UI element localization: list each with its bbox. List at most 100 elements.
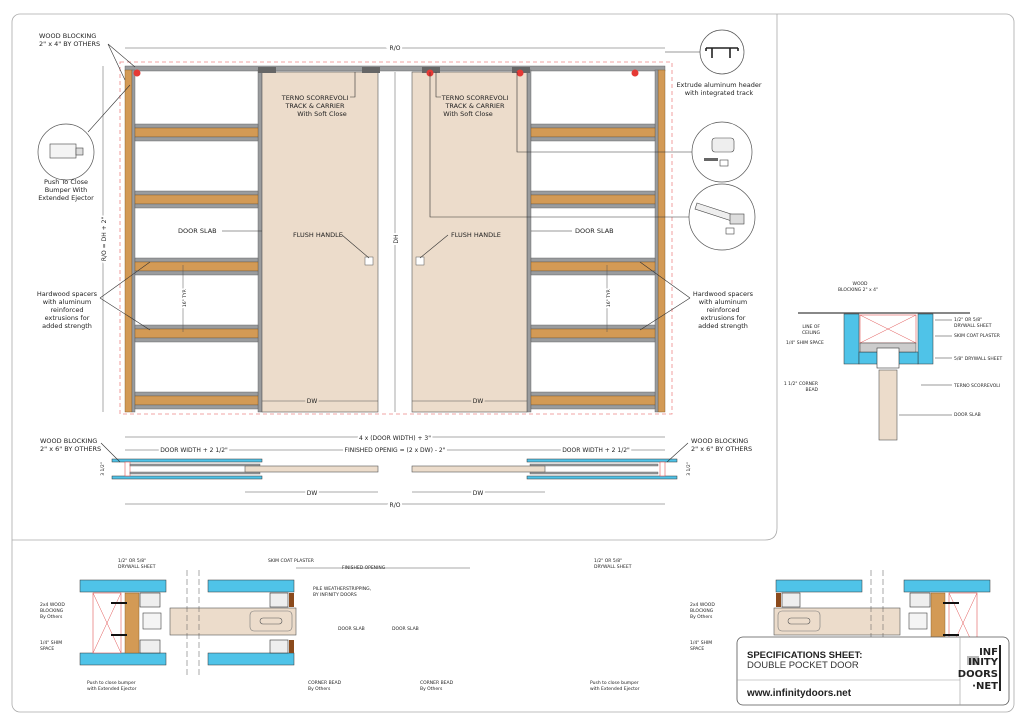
leader	[639, 261, 691, 331]
jamb-label-line: 1/2" OR 5/8"	[594, 558, 622, 564]
leader	[341, 234, 370, 259]
flush-pull-slot	[787, 617, 811, 625]
plan-dw-label-left: DW	[307, 490, 318, 497]
screw-icon	[111, 602, 127, 604]
hardwood-spacer	[530, 261, 656, 272]
drywall-sheet	[775, 579, 863, 593]
door-slab-label-left: DOOR SLAB	[178, 227, 217, 235]
jamb-label: DOOR SLAB	[338, 626, 365, 632]
hardwood-spacer	[134, 261, 259, 272]
spacer-extrusion	[134, 270, 259, 276]
bumper-marker-icon	[631, 69, 639, 77]
typ-label-left: 16" TYP.	[182, 289, 188, 307]
flush-pull-slot	[259, 617, 283, 625]
spacer-extrusion	[530, 337, 656, 343]
head-door-slab	[878, 369, 898, 441]
jamb-label-line: By Others	[420, 686, 443, 692]
plan-stud	[529, 471, 659, 475]
right-door-slab	[411, 71, 528, 413]
plan-dw-label-right: DW	[473, 490, 484, 497]
hardwood-spacer	[530, 127, 656, 138]
plan-stud	[129, 471, 261, 475]
plan-drywall	[111, 475, 263, 480]
typ-label-right: 16" TYP.	[606, 289, 612, 307]
plan-door-right	[411, 465, 546, 473]
blocking-cross	[859, 314, 917, 344]
jamb-detail-left	[79, 570, 297, 675]
head-drywall-right	[917, 313, 934, 365]
rough-opening-outline	[119, 61, 673, 415]
leader	[435, 72, 441, 98]
pile-weatherstrip	[776, 593, 781, 607]
screw-icon	[111, 634, 127, 636]
ro-label: R/O	[390, 45, 401, 52]
hardwood-spacer	[134, 194, 259, 205]
spacer-extrusion	[530, 136, 656, 142]
carrier-icon	[258, 67, 276, 73]
jamb-label-line: BY INFINITY DOORS	[313, 592, 357, 598]
spacer-extrusion	[134, 123, 259, 129]
door-slab-section	[169, 607, 297, 636]
spacer-extrusion	[530, 404, 656, 410]
jamb-label-line: 1/4" SHIM	[40, 640, 62, 646]
logo-bar	[999, 645, 1001, 691]
panel-divider	[12, 14, 778, 541]
hardwood-spacer	[134, 127, 259, 138]
plan-stud	[529, 463, 659, 467]
track-carrier-icon	[729, 213, 745, 225]
right-pocket-stud	[526, 69, 532, 413]
website-link[interactable]: www.infinitydoors.net	[746, 688, 852, 699]
shim-space-label: 1/4" SHIM SPACE	[786, 340, 824, 346]
aluminum-extrusion	[139, 639, 161, 654]
aluminum-header	[124, 65, 666, 72]
carrier-wheel-icon	[711, 137, 735, 153]
logo-line: INF	[979, 647, 998, 658]
door-width-label-right: DOOR WIDTH + 2 1/2"	[562, 447, 630, 454]
jamb-label-line: By Others	[40, 614, 63, 620]
leader	[107, 43, 136, 81]
drywall-58-label: 5/8" DRYWALL SHEET	[954, 356, 1002, 362]
jamb-label: 1/2" OR 5/8"DRYWALL SHEET	[118, 558, 156, 570]
jamb-label-line: BLOCKING	[690, 608, 714, 614]
aluminum-extrusion	[269, 592, 289, 608]
plan-blocking-right	[659, 461, 666, 477]
aluminum-extrusion	[909, 592, 931, 608]
plan-thickness-left: 3 1/2"	[100, 462, 106, 476]
flush-handle-left	[364, 256, 374, 266]
head-carrier	[876, 347, 900, 369]
aluminum-extrusion	[139, 592, 161, 608]
jamb-label-line: By Others	[690, 614, 713, 620]
flush-handle-label-right: FLUSH HANDLE	[451, 231, 501, 239]
spacer-extrusion	[530, 257, 656, 263]
plan-door-left	[244, 465, 379, 473]
jamb-label-line: SPACE	[40, 646, 54, 652]
hardwood-spacer	[530, 328, 656, 339]
hardwood-spacer	[530, 194, 656, 205]
screw-icon	[943, 602, 959, 604]
sheet-subtitle: DOUBLE POCKET DOOR	[747, 660, 859, 671]
leader	[87, 84, 131, 133]
spacer-extrusion	[134, 190, 259, 196]
header-detail-bubble	[699, 29, 745, 75]
drywall-sheet	[207, 652, 295, 666]
spacer-extrusion	[134, 203, 259, 209]
plan-thickness-right: 3 1/2"	[686, 462, 692, 476]
plan-blocking-left	[124, 461, 131, 477]
terno-label: TERNO SCORREVOLI	[953, 383, 1000, 389]
